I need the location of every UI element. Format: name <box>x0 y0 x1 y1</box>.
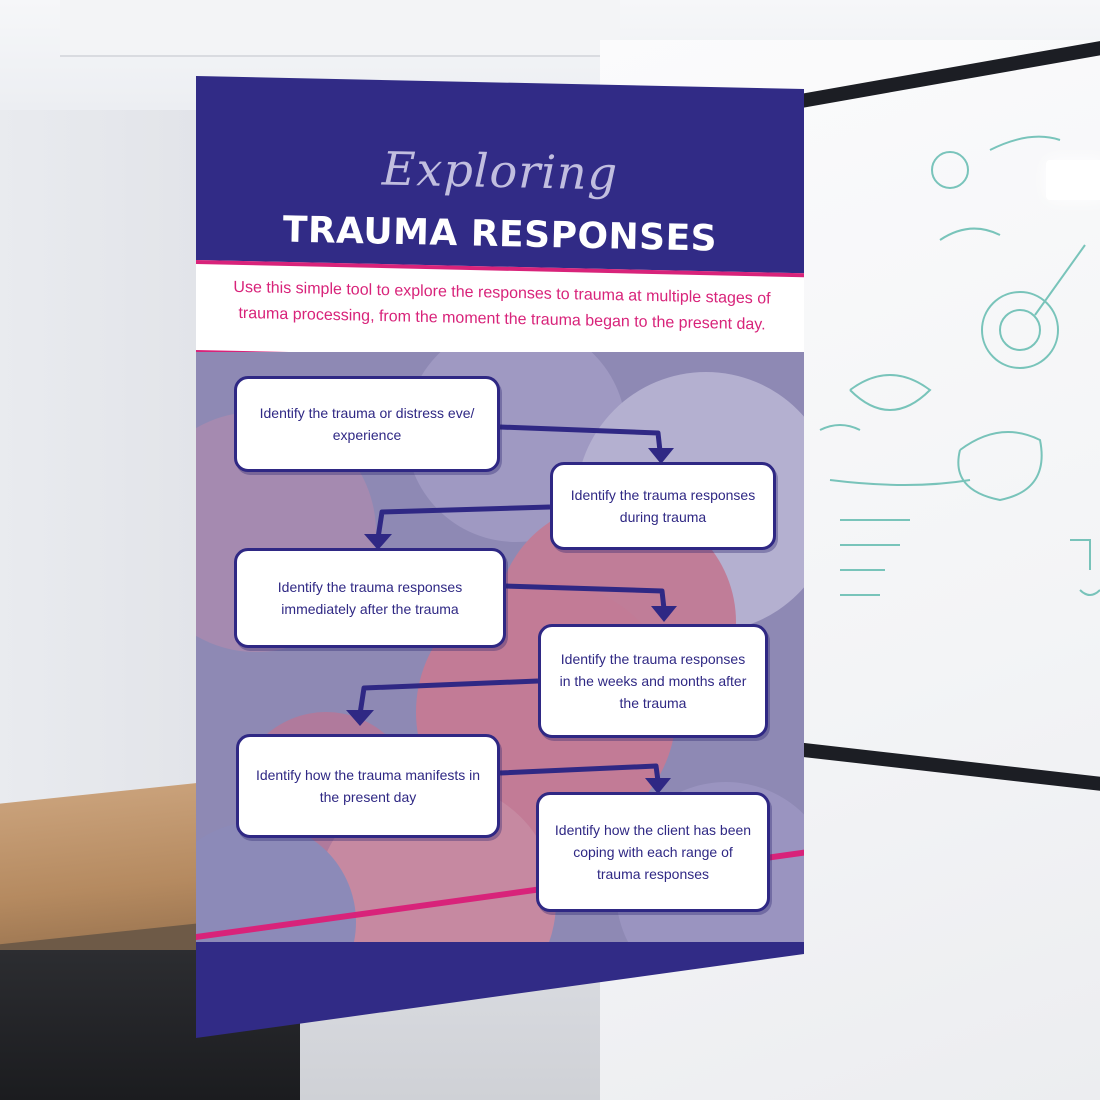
flow-step-1-text: Identify the trauma or distress eve/ exp… <box>259 405 475 443</box>
flow-step-5-text: Identify how the trauma manifests in the… <box>255 767 481 805</box>
script-title: Exploring <box>381 141 619 201</box>
flow-step-1: Identify the trauma or distress eve/ exp… <box>234 376 500 472</box>
intro-text: Use this simple tool to explore the resp… <box>233 278 771 334</box>
whiteboard-scribbles <box>819 135 1100 596</box>
ceiling-panel <box>60 0 620 57</box>
flow-step-6: Identify how the client has been coping … <box>536 792 770 912</box>
flow-step-6-text: Identify how the client has been coping … <box>554 822 752 882</box>
ceiling-light <box>1046 160 1100 200</box>
poster-header: Exploring TRAUMA RESPONSES <box>196 76 804 260</box>
flow-step-2-text: Identify the trauma responses during tra… <box>570 487 756 525</box>
poster-title: TRAUMA RESPONSES <box>282 209 718 260</box>
flow-step-3: Identify the trauma responses immediatel… <box>234 548 506 648</box>
flow-step-4: Identify the trauma responses in the wee… <box>538 624 768 738</box>
poster: Exploring TRAUMA RESPONSES Use this simp… <box>196 76 804 1038</box>
flow-step-3-text: Identify the trauma responses immediatel… <box>277 579 463 617</box>
left-wall <box>0 110 200 810</box>
flow-step-5: Identify how the trauma manifests in the… <box>236 734 500 838</box>
flow-step-4-text: Identify the trauma responses in the wee… <box>559 651 747 711</box>
flow-step-2: Identify the trauma responses during tra… <box>550 462 776 550</box>
